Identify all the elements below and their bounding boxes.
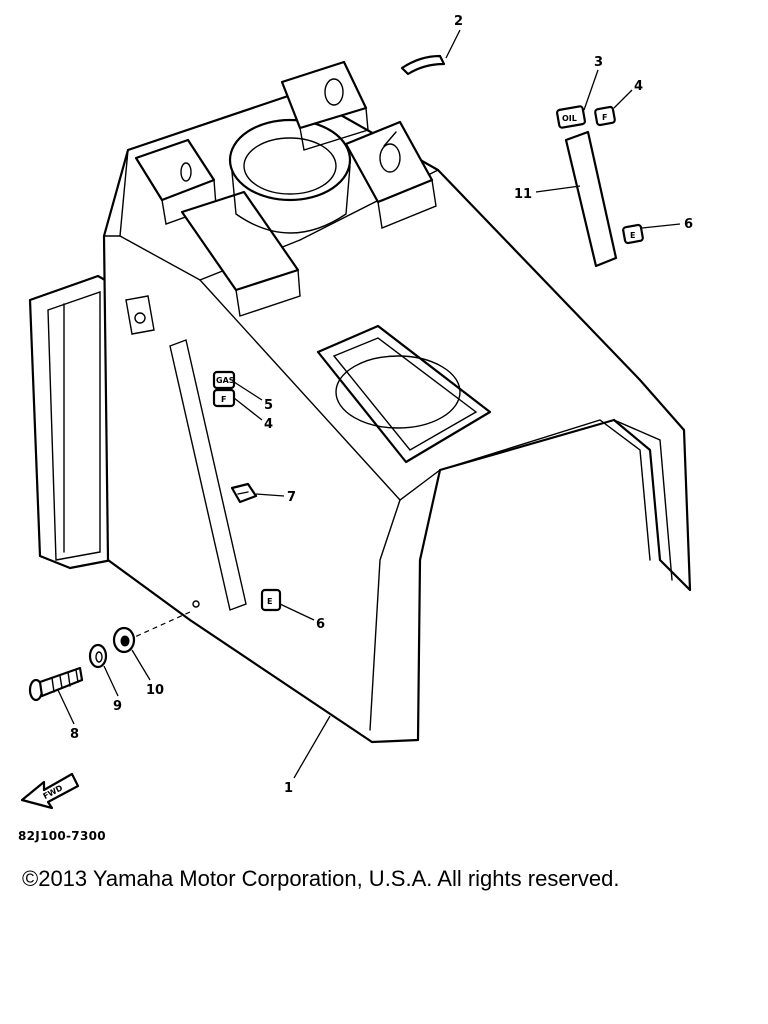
- side-panel: [28, 274, 114, 570]
- callout-10: 10: [146, 683, 164, 698]
- copyright-notice: ©2013 Yamaha Motor Corporation, U.S.A. A…: [22, 866, 620, 891]
- callout-4-left: 4: [264, 417, 273, 432]
- oil-label: OIL: [562, 114, 577, 123]
- callout-7: 7: [287, 490, 296, 505]
- gas-label: GAS: [216, 376, 235, 385]
- callout-11: 11: [514, 187, 532, 202]
- center-opening: [316, 324, 492, 464]
- callout-1: 1: [284, 781, 293, 796]
- diagram-code: 82J100-7300: [18, 829, 106, 843]
- callout-6-left: 6: [316, 617, 325, 632]
- hardware: 8 9 10: [28, 600, 200, 742]
- callout-1-group: 1: [284, 715, 331, 796]
- left-labels: GAS 5 F 4 7 E 6: [212, 370, 325, 632]
- callout-8: 8: [70, 727, 79, 742]
- e-label-right: E: [630, 231, 635, 240]
- callout-3: 3: [594, 55, 603, 70]
- bolt-8: 8: [28, 666, 84, 742]
- washer-9: 9: [88, 643, 122, 714]
- callout-4-top: 4: [634, 79, 643, 94]
- f-label-right: F: [602, 113, 607, 122]
- fwd-arrow: FWD: [20, 772, 80, 810]
- callout-2: 2: [454, 14, 463, 29]
- dash-top: [134, 60, 437, 317]
- parts-diagram: 2 11 OIL 3 F 4 E 6 GAS 5 F 4 7 E: [20, 14, 693, 810]
- e-label-left: E: [267, 597, 272, 606]
- f-label-left: F: [221, 395, 226, 404]
- label-strip: 11 OIL 3 F 4 E 6: [514, 55, 693, 268]
- grommet-10: 10: [112, 626, 164, 698]
- callout-5: 5: [264, 398, 273, 413]
- part-2-clip: 2: [400, 14, 463, 76]
- callout-6-top: 6: [684, 217, 693, 232]
- callout-9: 9: [113, 699, 122, 714]
